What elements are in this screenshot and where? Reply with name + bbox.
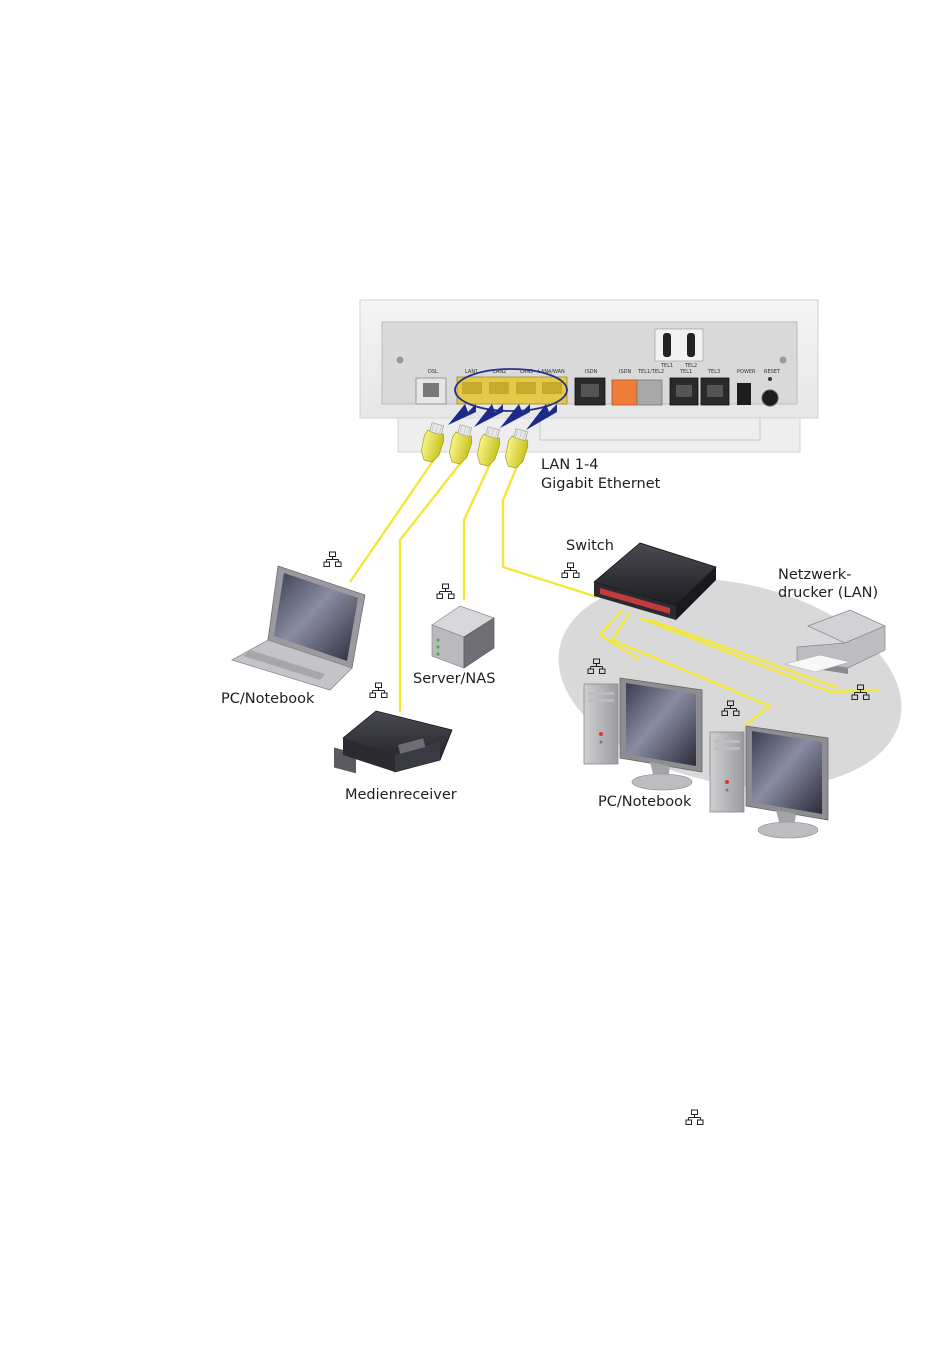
router-back-panel: TEL1 TEL2 DSL LAN1 LAN2 LAN3 LAN4/WAN IS…: [360, 300, 818, 452]
switch-label: Switch: [566, 538, 614, 554]
desktops-label: PC/Notebook: [598, 794, 692, 810]
media-receiver-device: [343, 711, 452, 772]
lan-ports-label-line1: LAN 1-4: [541, 457, 598, 473]
server-network-icon: [437, 584, 454, 599]
port-label-reset: RESET: [764, 369, 781, 375]
network-lan-icon: [686, 1110, 703, 1125]
server-label: Server/NAS: [413, 671, 495, 687]
port-label-tel1tel2: TEL1/TEL2: [637, 369, 664, 375]
printer-label-line1: Netzwerk-: [778, 567, 851, 583]
port-label-tel3: TEL3: [707, 369, 720, 375]
printer-label-line2: drucker (LAN): [778, 585, 878, 601]
port-label-isdn: ISDN: [585, 369, 597, 375]
switch-network-icon: [562, 563, 579, 578]
media-receiver-network-icon: [370, 683, 387, 698]
media-receiver-label: Medienreceiver: [345, 787, 457, 803]
laptop-label: PC/Notebook: [221, 691, 315, 707]
laptop-network-icon: [324, 552, 341, 567]
port-label-dsl: DSL: [428, 369, 438, 375]
lan-ports-label-line2: Gigabit Ethernet: [541, 476, 661, 492]
port-label-tel1: TEL1: [679, 369, 692, 375]
desktop-pc-2: [710, 726, 828, 838]
port-label-isdn2: ISDN: [619, 369, 631, 375]
port-label-power: POWER: [737, 369, 756, 375]
server-nas-device: [432, 606, 494, 668]
